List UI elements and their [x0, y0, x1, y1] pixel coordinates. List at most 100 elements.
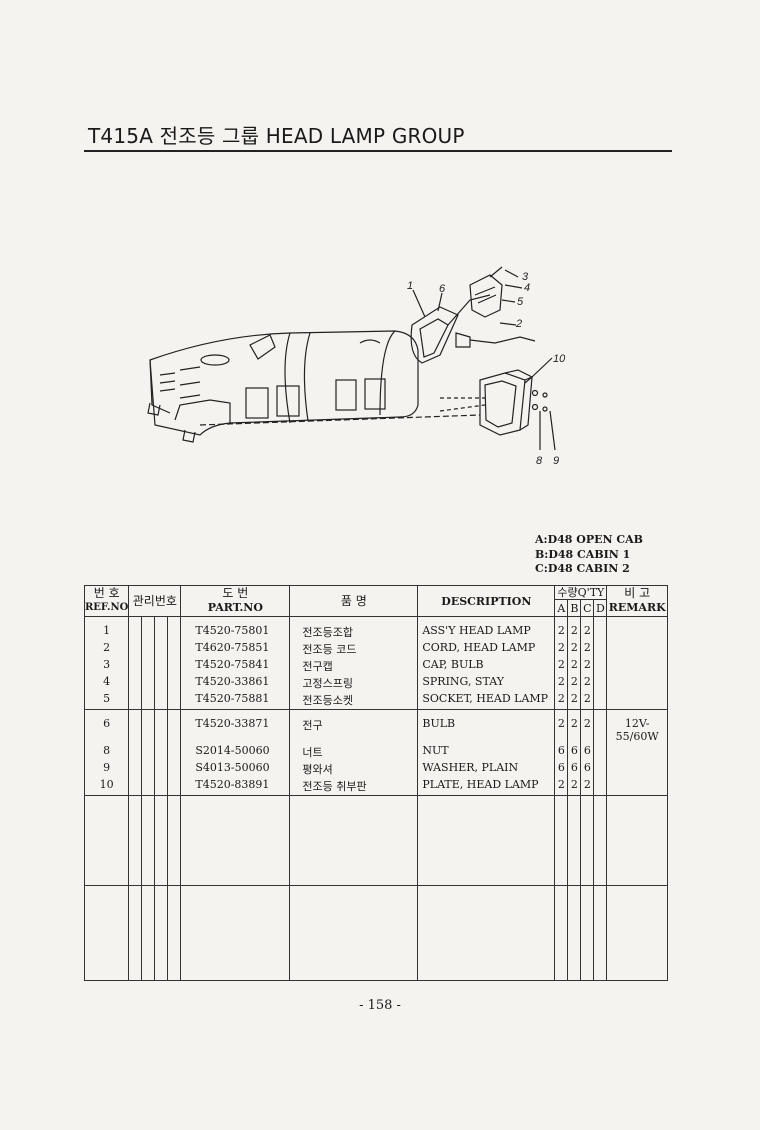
mgmt-cell	[167, 641, 182, 659]
remark-header-eng: REMARK	[606, 599, 668, 617]
remark-cell	[606, 641, 668, 659]
qty-a-cell: 2	[554, 777, 569, 796]
remark-cell: 12V-55/60W	[606, 709, 668, 744]
callout-label: 3	[522, 271, 529, 283]
description-cell: SOCKET, HEAD LAMP	[417, 692, 556, 711]
ref-cell: 10	[83, 777, 130, 796]
mgmt-cell	[141, 616, 156, 642]
mgmt-cell	[154, 743, 169, 761]
qty-c-cell: 2	[580, 692, 595, 711]
part-number-cell: S4013-50060	[180, 760, 291, 778]
qty-d-cell	[593, 658, 608, 676]
legend-item: B:D48 CABIN 1	[535, 547, 631, 561]
callout-label: 2	[515, 318, 522, 330]
mgmt-cell	[167, 743, 182, 761]
callout-label: 9	[553, 455, 559, 467]
qty-d-cell	[593, 743, 608, 761]
mgmt-cell	[128, 658, 143, 676]
qty-a-cell: 2	[554, 658, 569, 676]
ref-cell: 9	[83, 760, 130, 778]
description-cell: PLATE, HEAD LAMP	[417, 777, 556, 796]
qty-b-cell: 2	[567, 777, 582, 796]
ref-cell: 5	[83, 692, 130, 711]
mgmt-cell	[141, 777, 156, 796]
remark-cell	[606, 777, 668, 796]
mgmt-cell	[167, 616, 182, 642]
title-rule	[84, 150, 672, 152]
part-header-kor: 도 번	[180, 585, 291, 600]
part-number-cell: T4620-75851	[180, 641, 291, 659]
blank-group	[83, 794, 668, 981]
cab-legend: A:D48 OPEN CAB B:D48 CABIN 1 C:D48 CABIN…	[535, 533, 643, 577]
qty-a-cell: 6	[554, 760, 569, 778]
mgmt-cell	[154, 675, 169, 693]
qty-d-cell	[593, 692, 608, 711]
qty-b-cell: 2	[567, 675, 582, 693]
legend-item: C:D48 CABIN 2	[535, 562, 630, 575]
qty-a-cell: 2	[554, 709, 569, 744]
mgmt-cell	[141, 641, 156, 659]
name-header: 품 명	[289, 585, 419, 617]
mgmt-cell	[167, 692, 182, 711]
mgmt-cell	[141, 692, 156, 711]
qty-b-cell: 2	[567, 692, 582, 711]
qty-c-cell: 2	[580, 709, 595, 744]
callout-label: 1	[407, 280, 413, 292]
mgmt-cell	[167, 709, 182, 744]
korean-name-cell: 전조등 코드	[289, 641, 419, 659]
description-cell: ASS'Y HEAD LAMP	[417, 616, 556, 642]
korean-name-cell: 전조등소켓	[289, 692, 419, 711]
mgmt-cell	[154, 641, 169, 659]
qty-b-cell: 6	[567, 743, 582, 761]
ref-cell: 8	[83, 743, 130, 761]
page-title: T415A 전조등 그룹 HEAD LAMP GROUP	[88, 124, 465, 148]
part-number-cell: T4520-83891	[180, 777, 291, 796]
korean-name-cell: 전구캡	[289, 658, 419, 676]
mgmt-cell	[154, 692, 169, 711]
korean-name-cell: 평와셔	[289, 760, 419, 778]
part-number-cell: T4520-75881	[180, 692, 291, 711]
mgmt-cell	[154, 760, 169, 778]
parts-table: 번 호 관리번호 도 번 품 명 DESCRIPTION 수량Q'TY 비 고 …	[83, 585, 668, 981]
page-number: - 158 -	[359, 998, 401, 1013]
remark-cell	[606, 760, 668, 778]
qty-d-cell	[593, 641, 608, 659]
description-cell: CORD, HEAD LAMP	[417, 641, 556, 659]
mgmt-cell	[141, 760, 156, 778]
ref-cell: 2	[83, 641, 130, 659]
remark-cell	[606, 658, 668, 676]
qty-a-cell: 2	[554, 692, 569, 711]
qty-b-cell: 2	[567, 658, 582, 676]
qty-b-cell: 2	[567, 616, 582, 642]
qty-c-cell: 6	[580, 743, 595, 761]
mgmt-cell	[154, 709, 169, 744]
mgmt-cell	[141, 658, 156, 676]
mgmt-cell	[128, 743, 143, 761]
qty-header: 수량Q'TY	[554, 585, 608, 600]
ref-cell: 4	[83, 675, 130, 693]
callout-label: 4	[524, 282, 530, 294]
mgmt-cell	[141, 709, 156, 744]
qty-a-cell: 6	[554, 743, 569, 761]
callout-label: 6	[439, 283, 446, 295]
remark-cell	[606, 692, 668, 711]
mgmt-cell	[154, 658, 169, 676]
callout-label: 5	[517, 296, 524, 308]
mgmt-cell	[154, 616, 169, 642]
remark-cell	[606, 616, 668, 642]
qty-d-cell	[593, 616, 608, 642]
korean-name-cell: 고정스프링	[289, 675, 419, 693]
qty-b-cell: 2	[567, 641, 582, 659]
mgmt-cell	[167, 658, 182, 676]
qty-col-a: A	[554, 599, 569, 617]
qty-b-cell: 2	[567, 709, 582, 744]
qty-c-cell: 6	[580, 760, 595, 778]
part-number-cell: S2014-50060	[180, 743, 291, 761]
head-lamp-diagram: 1 6 3 4 5 2 10 8 9	[147, 266, 566, 467]
